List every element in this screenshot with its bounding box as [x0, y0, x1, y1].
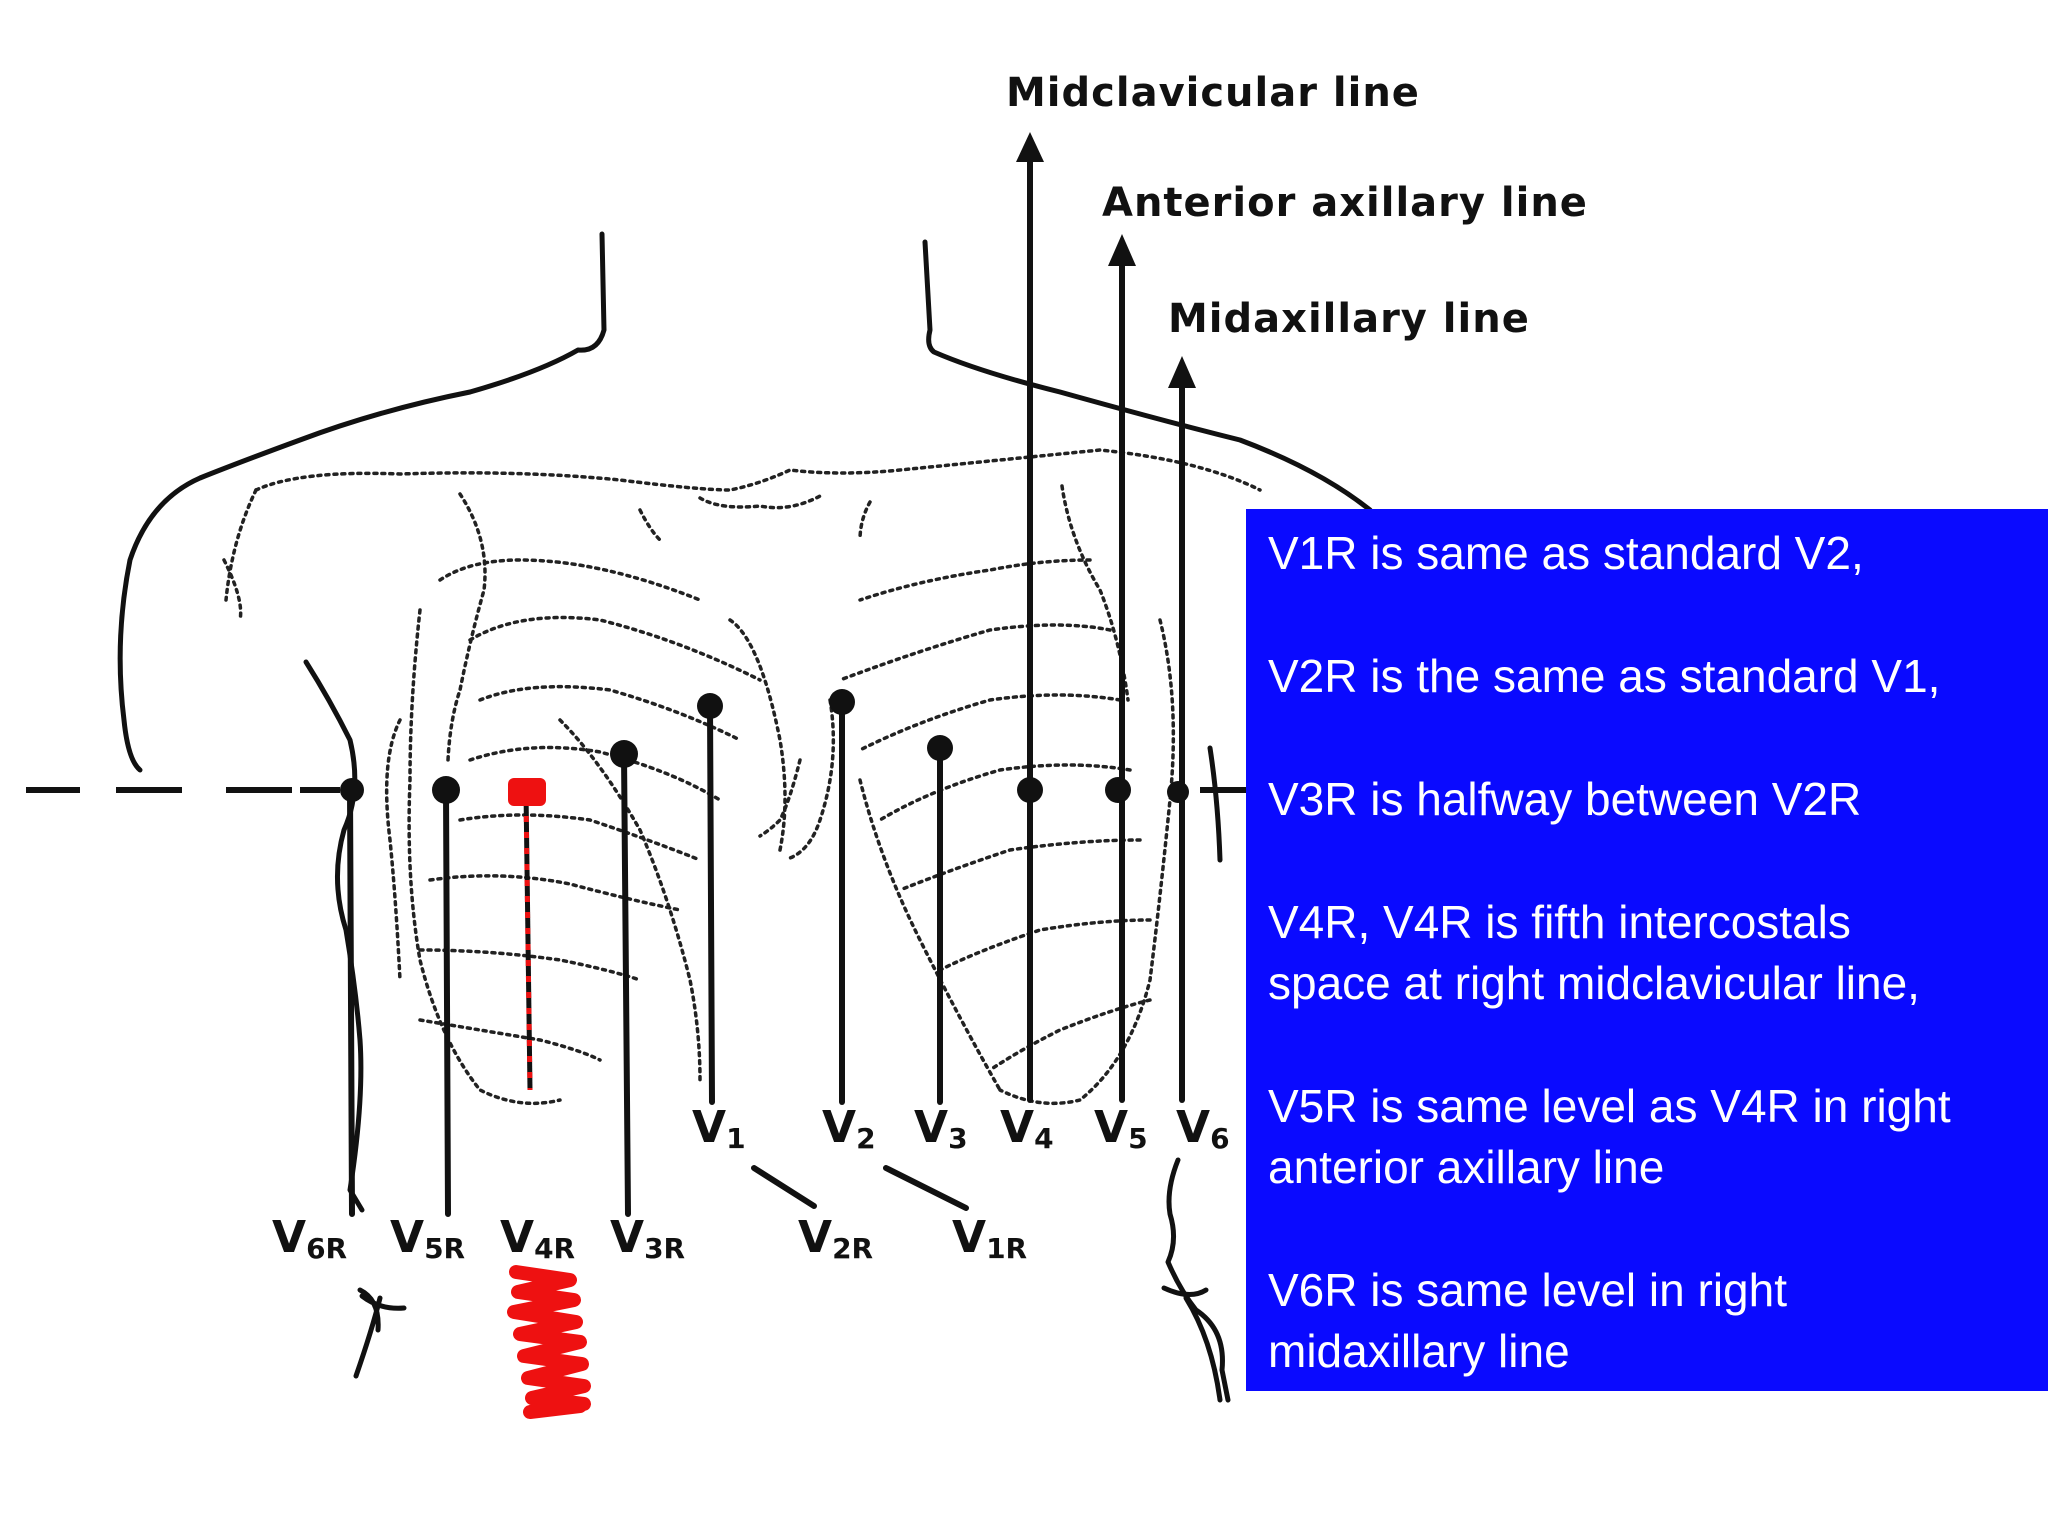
reference-line-arrows — [1016, 132, 1196, 1103]
info-item-v1r: V1R is same as standard V2, — [1268, 523, 2030, 584]
electrode-v5 — [1105, 777, 1131, 803]
right-lead-wires — [340, 740, 969, 1217]
arrow-up-icon — [1016, 132, 1044, 162]
lead-label-v6: V6 — [1176, 1102, 1230, 1155]
electrode-v4r-highlight — [508, 778, 546, 806]
lead-label-v1: V1 — [692, 1102, 746, 1155]
info-item-v6r: V6R is same level in right midaxillary l… — [1268, 1260, 2030, 1382]
info-line: V1R is same as standard V2, — [1268, 527, 1864, 579]
lead-label-v3r: V3R — [610, 1212, 685, 1265]
electrode-v4 — [1017, 777, 1043, 803]
lead-label-v4r: V4R — [500, 1212, 575, 1265]
info-line: V3R is halfway between V2R — [1268, 773, 1862, 825]
electrode-v3 — [927, 735, 953, 761]
info-line: V2R is the same as standard V1, — [1268, 650, 1941, 702]
lead-label-v2: V2 — [822, 1102, 876, 1155]
anterior-axillary-line-label: Anterior axillary line — [1102, 180, 1588, 226]
info-line: anterior axillary line — [1268, 1141, 1665, 1193]
right-lead-labels: V6R V5R V4R V3R V2R V1R — [272, 1212, 1027, 1265]
electrode-v5r — [432, 776, 460, 804]
info-line: space at right midclavicular line, — [1268, 957, 1920, 1009]
lead-label-v4: V4 — [1000, 1102, 1054, 1155]
lead-label-v5r: V5R — [390, 1212, 465, 1265]
rib-cage — [222, 448, 1262, 1106]
arrow-up-icon — [1168, 356, 1196, 388]
midclavicular-line-label: Midclavicular line — [1006, 70, 1420, 116]
midaxillary-line-label: Midaxillary line — [1168, 296, 1530, 342]
arrow-up-icon — [1108, 234, 1136, 266]
right-lead-info-box: V1R is same as standard V2, V2R is the s… — [1246, 509, 2048, 1391]
info-item-v4r: V4R, V4R is fifth intercostals space at … — [1268, 892, 2030, 1014]
v4r-highlight-wire — [523, 799, 533, 1091]
info-line: V6R is same level in right — [1268, 1264, 1787, 1316]
info-line: V5R is same level as V4R in right — [1268, 1080, 1951, 1132]
electrode-v2 — [829, 689, 855, 715]
info-item-v5r: V5R is same level as V4R in right anteri… — [1268, 1076, 2030, 1198]
electrode-v3r — [610, 740, 638, 768]
info-line: V4R, V4R is fifth intercostals — [1268, 896, 1851, 948]
electrode-v6r — [340, 778, 364, 802]
torso-outline — [117, 231, 1373, 1403]
info-item-v2r: V2R is the same as standard V1, — [1268, 646, 2030, 707]
lead-label-v1r: V1R — [952, 1212, 1027, 1265]
info-item-v3r: V3R is halfway between V2R — [1268, 769, 2030, 830]
standard-lead-labels: V1 V2 V3 V4 V5 V6 — [692, 1102, 1230, 1155]
lead-label-v3: V3 — [914, 1102, 968, 1155]
lead-label-v5: V5 — [1094, 1102, 1148, 1155]
electrode-v1 — [697, 693, 723, 719]
standard-lead-wires — [697, 689, 1189, 1105]
electrode-v6 — [1167, 781, 1189, 803]
lead-label-v2r: V2R — [798, 1212, 873, 1265]
v4r-red-scribble — [507, 1265, 591, 1419]
lead-label-v6r: V6R — [272, 1212, 347, 1265]
info-line: midaxillary line — [1268, 1325, 1570, 1377]
